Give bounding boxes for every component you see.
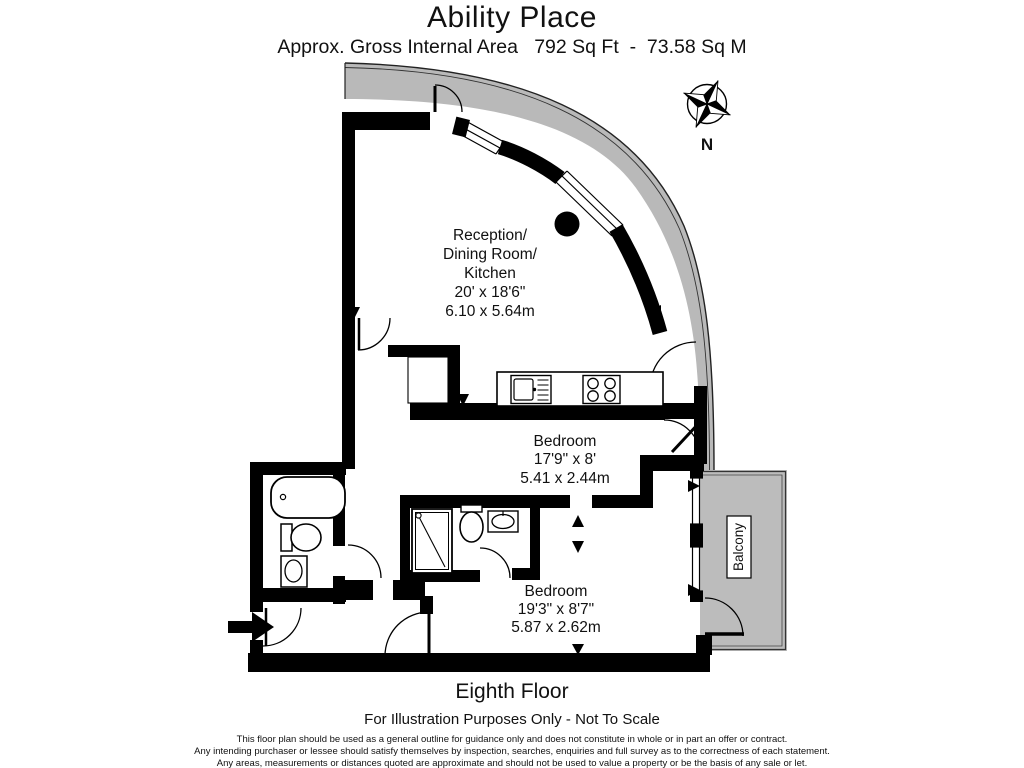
window [455,119,505,155]
windows [455,119,703,592]
svg-text:Dining Room/: Dining Room/ [443,246,538,263]
balcony-label: Balcony [731,523,746,571]
svg-text:17'9" x 8': 17'9" x 8' [534,451,596,468]
door-arc [479,547,511,579]
toilet-icon [459,504,484,543]
scale-note: For Illustration Purposes Only - Not To … [364,711,660,728]
room-labels: Reception/ Dining Room/ Kitchen 20' x 18… [443,227,610,636]
fixtures [270,211,664,588]
svg-text:6.10 x 5.64m: 6.10 x 5.64m [445,303,535,320]
hob-icon [582,374,621,405]
svg-text:20' x 18'6": 20' x 18'6" [455,284,526,301]
toilet-icon [280,523,322,552]
window [555,170,624,237]
balcony-label-box [726,515,752,579]
column-dot [554,211,580,237]
door-arc [384,611,431,657]
svg-text:5.87 x 2.62m: 5.87 x 2.62m [511,619,601,636]
door-arc [704,597,744,637]
measurement-arrows [348,305,700,655]
washbasin-icon [280,555,308,588]
curved-terrace-band [344,62,715,471]
compass: N [683,80,731,154]
balcony-area: Balcony [700,470,787,651]
disclaimer-line: Any areas, measurements or distances quo… [216,758,808,768]
svg-text:Kitchen: Kitchen [464,265,516,282]
reception-label: Reception/ Dining Room/ Kitchen 20' x 18… [443,227,538,320]
page-title: Ability Place [427,1,597,34]
door-arc [357,317,391,351]
svg-text:19'3" x 8'7": 19'3" x 8'7" [518,601,594,618]
door-arc [347,544,382,579]
bathtub-icon [270,476,346,519]
disclaimer-line: Any intending purchaser or lessee should… [194,746,830,757]
disclaimer-line: This floor plan should be used as a gene… [236,734,788,745]
door-arc [663,419,701,457]
svg-text:Bedroom: Bedroom [525,583,588,600]
kitchen-sink-icon [510,374,552,405]
bedroom1-label: Bedroom 17'9" x 8' 5.41 x 2.44m [520,433,610,487]
entrance-arrow-icon [228,612,274,642]
north-label: N [701,135,713,154]
doors [262,84,744,657]
page-subtitle: Approx. Gross Internal Area 792 Sq Ft - … [277,36,747,58]
svg-text:5.41 x 2.44m: 5.41 x 2.44m [520,470,610,487]
svg-text:Bedroom: Bedroom [534,433,597,450]
bedroom2-label: Bedroom 19'3" x 8'7" 5.87 x 2.62m [511,583,601,636]
floor-name: Eighth Floor [455,680,569,703]
disclaimer: This floor plan should be used as a gene… [0,734,1024,768]
door-arc [433,84,463,113]
walls [248,112,712,672]
compass-rose-icon [683,80,731,128]
shower-icon [411,508,453,574]
washbasin-icon [487,510,519,533]
svg-text:Reception/: Reception/ [453,227,528,244]
